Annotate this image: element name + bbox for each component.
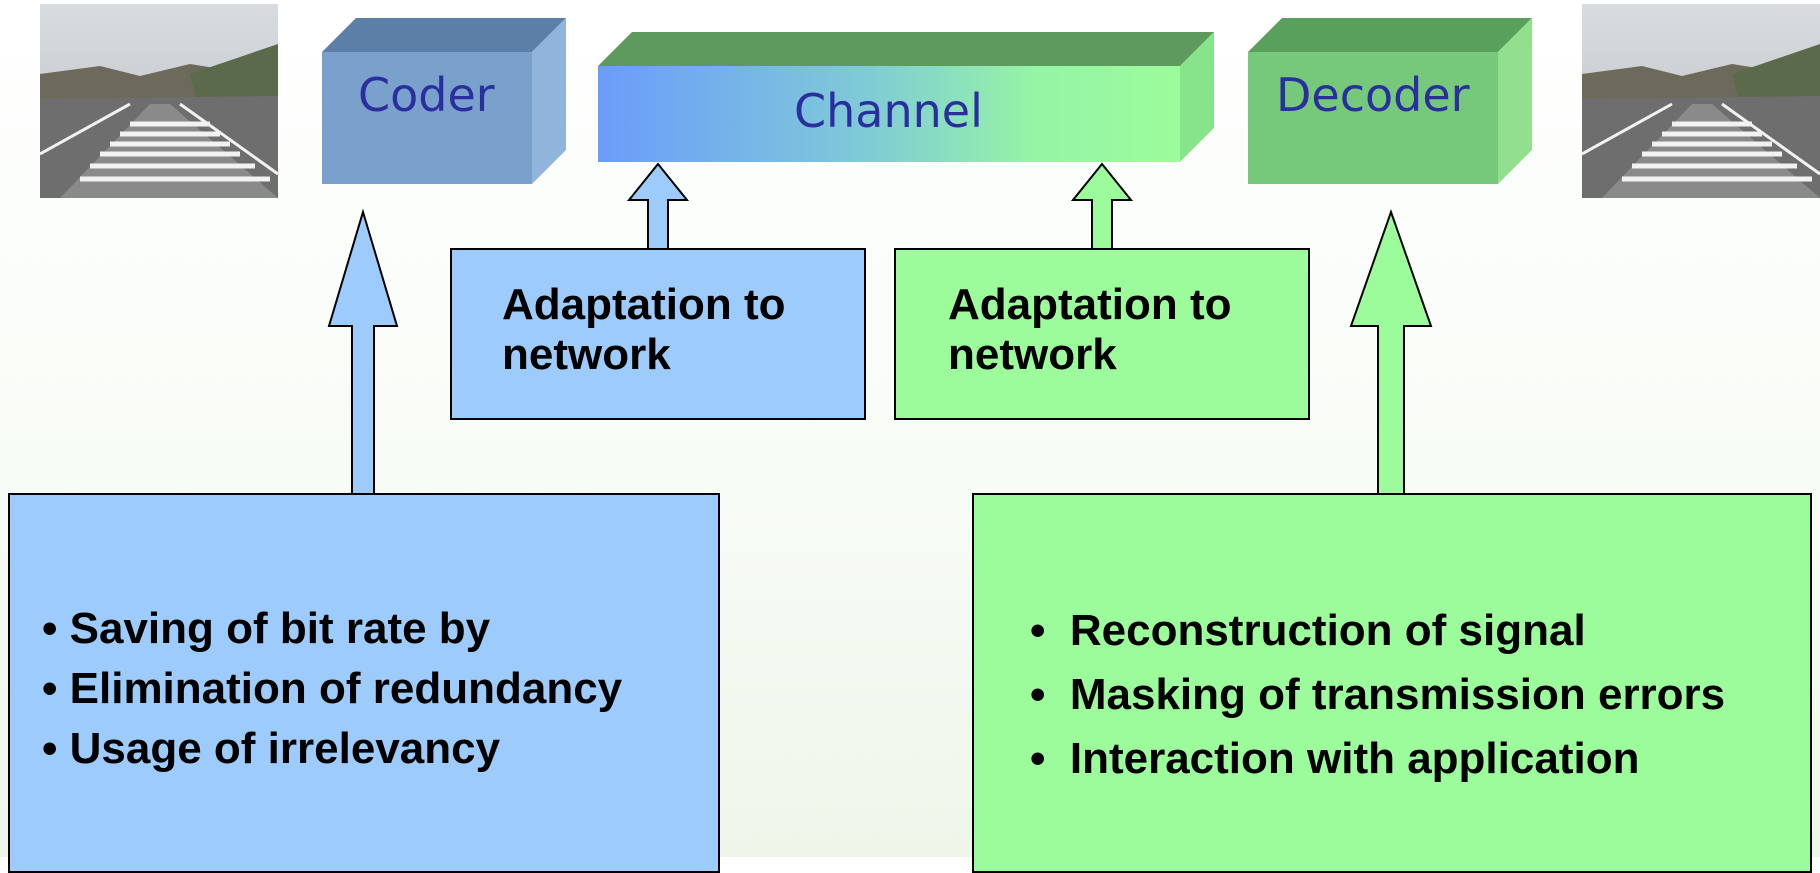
input-road-image [40, 4, 278, 198]
list-item: • Interaction with application [1030, 734, 1640, 783]
adapt-right-up-arrow [1070, 162, 1134, 251]
coder-block: Coder [322, 18, 566, 184]
coder-up-arrow [327, 208, 399, 496]
channel-block: Channel [598, 32, 1214, 162]
list-item: • Elimination of redundancy [42, 664, 623, 713]
coder-label: Coder [358, 68, 495, 122]
coder-tasks-box: • Saving of bit rate by • Elimination of… [8, 493, 720, 873]
list-item: • Reconstruction of signal [1030, 606, 1586, 655]
adaptation-left-line2: network [502, 330, 671, 379]
decoder-tasks-list: • Reconstruction of signal • Masking of … [1030, 599, 1725, 791]
decoder-block: Decoder [1248, 18, 1532, 184]
adapt-left-up-arrow [626, 162, 690, 251]
road-photo-icon [1582, 4, 1820, 198]
adaptation-box-left: Adaptation to network [450, 248, 866, 420]
adaptation-left-line1: Adaptation to [502, 280, 786, 329]
adaptation-box-right: Adaptation to network [894, 248, 1310, 420]
list-item: • Saving of bit rate by [42, 604, 491, 653]
output-road-image [1582, 4, 1820, 198]
coder-tasks-list: • Saving of bit rate by • Elimination of… [42, 599, 622, 779]
decoder-up-arrow [1349, 208, 1433, 496]
list-item: • Masking of transmission errors [1030, 670, 1726, 719]
decoder-label: Decoder [1276, 68, 1470, 122]
channel-label: Channel [794, 84, 983, 138]
adaptation-right-line2: network [948, 330, 1117, 379]
road-photo-icon [40, 4, 278, 198]
adaptation-right-line1: Adaptation to [948, 280, 1232, 329]
decoder-tasks-box: • Reconstruction of signal • Masking of … [972, 493, 1812, 873]
list-item: • Usage of irrelevancy [42, 724, 501, 773]
